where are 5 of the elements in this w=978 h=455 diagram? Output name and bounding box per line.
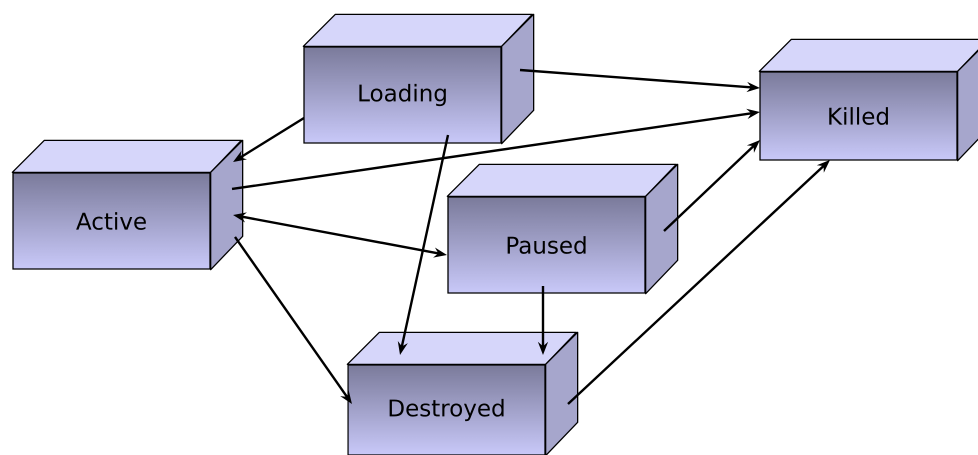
state-box: Active	[12, 140, 244, 270]
state-box: Paused	[446, 164, 678, 294]
state-box: Destroyed	[346, 332, 578, 455]
state-box: Loading	[302, 14, 534, 144]
state-box: Killed	[758, 38, 978, 162]
